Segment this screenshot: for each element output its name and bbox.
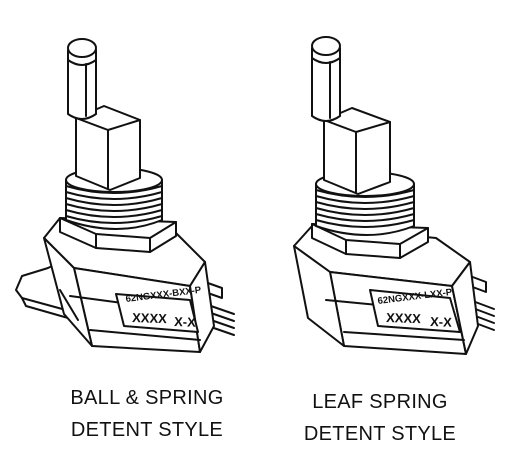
label-plate — [115, 293, 199, 333]
caption-line-2: DETENT STYLE — [70, 419, 224, 441]
caption-line-2-right: DETENT STYLE — [303, 423, 457, 445]
label-plate-right — [369, 289, 461, 333]
leaf-spring-encoder — [293, 36, 495, 355]
leaf-spring-caption: LEAF SPRING DETENT STYLE — [265, 386, 495, 450]
rev-code-label: X-X — [174, 314, 197, 330]
ball-spring-encoder — [15, 38, 235, 353]
housing-side — [43, 237, 93, 347]
rev-code-label-right: X-X — [430, 314, 453, 330]
ball-spring-caption: BALL & SPRING DETENT STYLE — [32, 382, 262, 446]
shaft-right — [311, 47, 341, 122]
housing-side-right — [293, 245, 345, 347]
caption-line-1: BALL & SPRING — [70, 387, 224, 409]
lot-code-label: XXXX — [132, 310, 168, 326]
shaft — [67, 49, 97, 120]
caption-line-1-right: LEAF SPRING — [312, 391, 448, 413]
lot-code-label-right: XXXX — [386, 310, 422, 326]
